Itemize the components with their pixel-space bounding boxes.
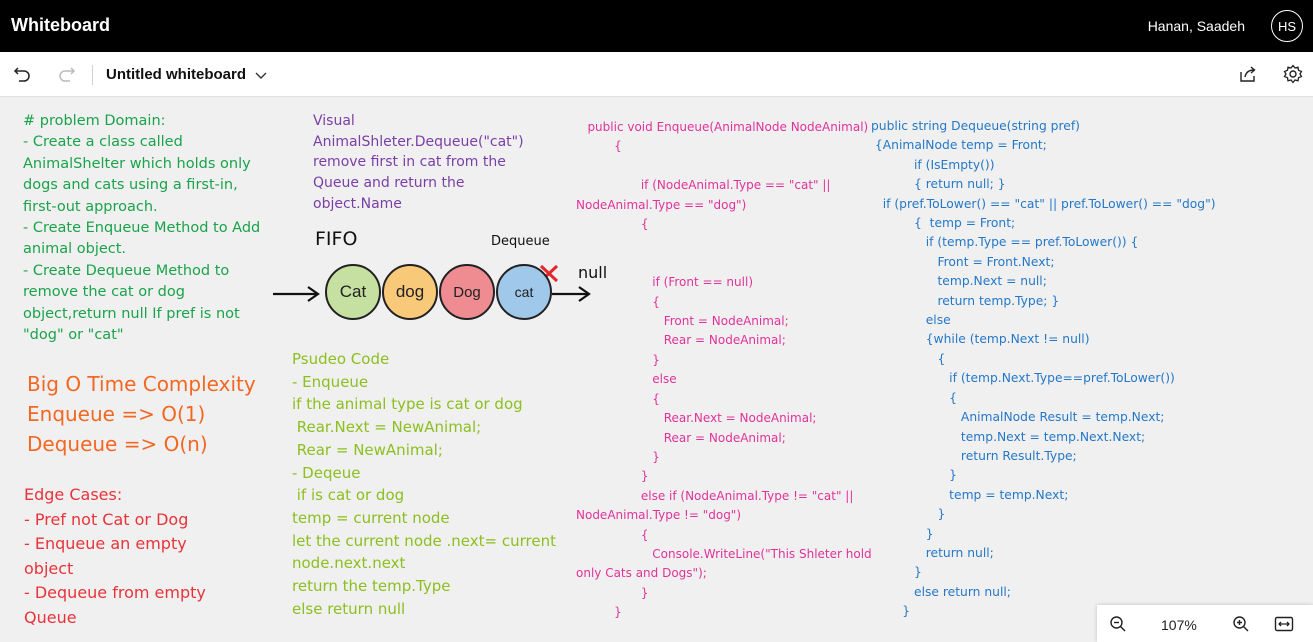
queue-node-label: Cat [339,282,367,301]
queue-node-label: Dog [453,283,481,301]
zoom-out-icon[interactable] [1107,613,1129,635]
dequeue-label: Dequeue [491,234,550,249]
queue-node-1[interactable]: Cat [325,264,381,320]
redo-icon[interactable] [54,62,80,86]
zoom-level: 107% [1161,617,1197,633]
queue-node-2[interactable]: dog [382,264,438,320]
queue-node-label: cat [514,284,534,300]
dequeue-code-note[interactable]: public string Dequeue(string pref) {Anim… [871,119,1216,619]
enqueue-code-note[interactable]: public void Enqueue(AnimalNode NodeAnima… [576,120,872,620]
whiteboard-title-menu[interactable]: Untitled whiteboard [106,66,268,83]
fifo-label: FIFO [315,228,358,250]
toolbar: Untitled whiteboard [0,52,1313,97]
fit-to-screen-icon[interactable] [1273,613,1295,635]
queue-node-label: dog [395,282,425,301]
visual-note[interactable]: Visual AnimalShleter.Dequeue("cat") remo… [313,113,524,212]
title-bar: Whiteboard Hanan, Saadeh HS [0,0,1313,52]
zoom-controls: 107% [1097,605,1313,642]
undo-icon[interactable] [9,62,35,86]
queue-node-4[interactable]: cat [496,264,552,320]
chevron-down-icon [255,72,267,79]
queue-arrows [273,264,591,302]
settings-icon[interactable] [1280,62,1306,86]
toolbar-divider [92,65,93,85]
user-name[interactable]: Hanan, Saadeh [1147,18,1245,34]
null-label: null [578,263,608,282]
edge-cases-note[interactable]: Edge Cases: - Pref not Cat or Dog - Enqu… [24,485,206,627]
share-icon[interactable] [1235,62,1261,86]
zoom-in-icon[interactable] [1230,613,1252,635]
app-title: Whiteboard [11,15,110,35]
whiteboard-title: Untitled whiteboard [106,66,246,83]
big-o-note[interactable]: Big O Time Complexity Enqueue => O(1) De… [27,372,256,456]
problem-domain-note[interactable]: # problem Domain: - Create a class calle… [23,113,261,344]
avatar[interactable]: HS [1271,10,1303,42]
queue-node-3[interactable]: Dog [439,264,495,320]
pseudo-code-note[interactable]: Psudeo Code - Enqueue if the animal type… [292,350,556,618]
queue-diagram[interactable]: FIFO Dequeue null Cat dog Dog cat [270,225,607,325]
whiteboard-canvas[interactable]: # problem Domain: - Create a class calle… [0,97,1313,642]
